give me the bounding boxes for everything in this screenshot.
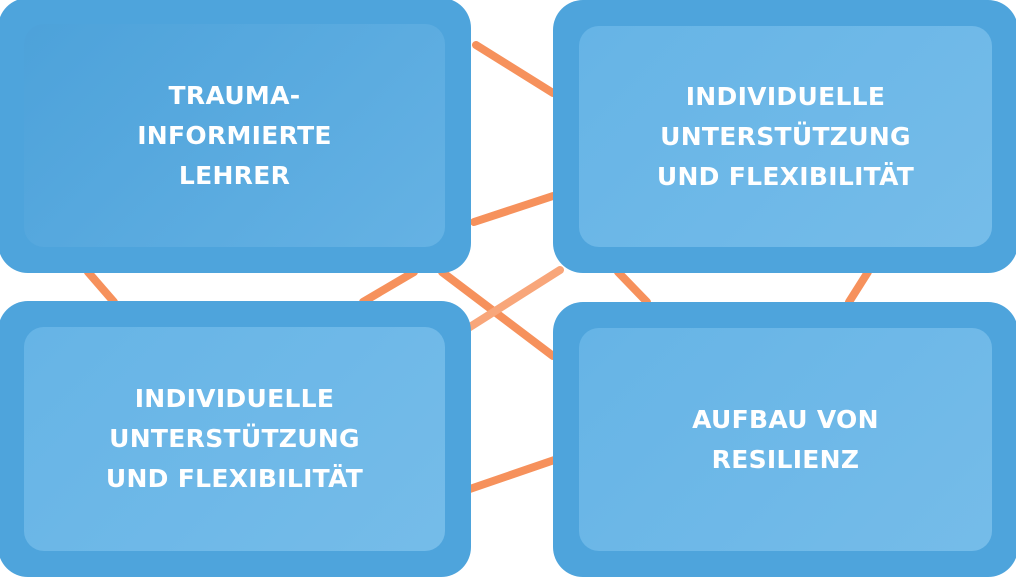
connector-tr-bl-diagonal — [458, 266, 564, 336]
connector-tl-tr-top — [472, 41, 557, 97]
box-individual-support-top: INDIVIDUELLE UNTERSTÜTZUNG UND FLEXIBILI… — [553, 0, 1016, 273]
box-label: AUFBAU VON RESILIENZ — [692, 404, 879, 474]
connector-tr-br-left — [614, 268, 651, 306]
box-building-resilience: AUFBAU VON RESILIENZ — [553, 302, 1016, 577]
box-individual-support-bottom: INDIVIDUELLE UNTERSTÜTZUNG UND FLEXIBILI… — [0, 301, 471, 577]
box-trauma-informed-teachers: TRAUMA- INFORMIERTE LEHRER — [0, 0, 471, 273]
box-label: INDIVIDUELLE UNTERSTÜTZUNG UND FLEXIBILI… — [105, 384, 364, 493]
box-inner-panel: INDIVIDUELLE UNTERSTÜTZUNG UND FLEXIBILI… — [579, 26, 992, 247]
box-label: INDIVIDUELLE UNTERSTÜTZUNG UND FLEXIBILI… — [656, 81, 915, 191]
connector-bl-br-bottom — [460, 452, 570, 495]
box-label: TRAUMA- INFORMIERTE LEHRER — [137, 80, 332, 190]
connector-tl-bl-right — [359, 268, 418, 306]
connector-tl-bl-left — [84, 268, 118, 306]
box-inner-panel: TRAUMA- INFORMIERTE LEHRER — [24, 24, 445, 247]
box-inner-panel: AUFBAU VON RESILIENZ — [579, 328, 992, 551]
connector-tr-br-right — [845, 268, 872, 306]
box-inner-panel: INDIVIDUELLE UNTERSTÜTZUNG UND FLEXIBILI… — [24, 327, 445, 551]
connector-tl-tr-bottom — [470, 192, 557, 226]
